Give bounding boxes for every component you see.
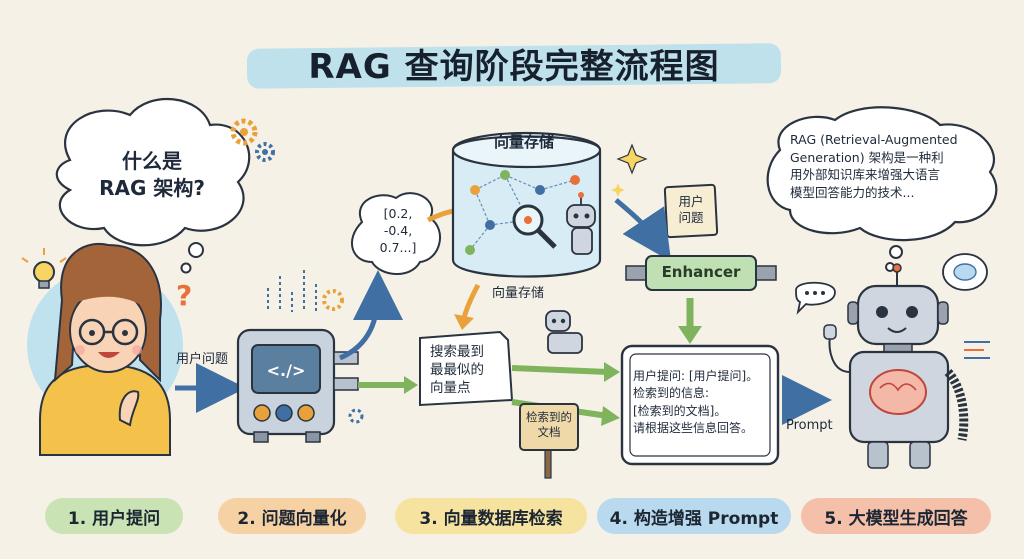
signal-lines-icon — [964, 341, 990, 359]
enhancer-label: Enhancer — [661, 263, 741, 281]
user-question-card-line2: 问题 — [678, 210, 704, 226]
prompt-line2: 检索到的信息: — [633, 386, 710, 401]
retrieved-docs-line1: 检索到的 — [526, 410, 572, 424]
vector-values-line2: -0.4, — [383, 222, 413, 238]
lightbulb-icon — [21, 248, 67, 289]
user-question-card-line1: 用户 — [678, 194, 704, 209]
right-bubble-line2: Generation) 架构是一种利 — [790, 149, 944, 165]
arrow-db-to-search — [461, 283, 481, 319]
prompt-line4: 请根据这些信息回答。 — [633, 421, 754, 436]
right-bubble-text: RAG (Retrieval-Augmented Generation) 架构是… — [790, 131, 990, 201]
code-symbol: <./> — [267, 361, 306, 380]
robot-small-top — [566, 192, 596, 255]
search-note — [419, 330, 514, 407]
question-mark-icon: ? — [176, 279, 192, 312]
search-note-line1: 搜索最到 — [430, 344, 484, 360]
search-note-text: 搜索最到 最最似的 向量点 — [430, 343, 502, 398]
user-question-arrow-label: 用户问题 — [176, 352, 229, 367]
arrow-to-vector-values — [338, 270, 403, 361]
arrow-to-enhancer — [614, 198, 672, 262]
llm-robot-illustration — [823, 263, 969, 469]
right-bubble-line1: RAG (Retrieval-Augmented — [790, 132, 958, 147]
step-5-pill: 5. 大模型生成回答 — [801, 498, 991, 534]
retrieved-docs-text: 检索到的 文档 — [520, 410, 578, 440]
sparkle-icon — [611, 143, 648, 197]
vector-store-side-label: 向量存储 — [492, 286, 545, 301]
step-4-pill: 4. 构造增强 Prompt — [597, 498, 791, 534]
small-gear-icon — [322, 289, 364, 424]
prompt-box-text: 用户提问: [用户提问]。 检索到的信息: [检索到的文档]。 请根据这些信息回… — [633, 368, 773, 438]
right-thought-bubble — [766, 106, 998, 272]
search-note-line2: 最最似的 — [430, 362, 484, 379]
right-bubble-line4: 模型回答能力的技术... — [790, 184, 915, 200]
prompt-arrow-label: Prompt — [786, 418, 833, 433]
enhancer-component — [625, 255, 777, 291]
prompt-monitor — [620, 344, 780, 466]
prompt-line3: [检索到的文档]。 — [633, 403, 727, 418]
speech-bubble-icon — [795, 281, 836, 315]
step-2-pill: 2. 问题向量化 — [218, 498, 366, 534]
gears-icon — [230, 118, 275, 162]
user-girl-illustration — [27, 242, 183, 456]
vectorizer-machine: <./> — [236, 328, 359, 443]
left-thought-bubble — [55, 97, 251, 274]
step-3-pill: 3. 向量数据库检索 — [395, 498, 587, 534]
retrieved-docs-sign — [519, 403, 579, 479]
left-bubble-text: 什么是 RAG 架构? — [72, 148, 232, 202]
brain-thought-icon — [942, 253, 988, 291]
left-bubble-line1: 什么是 — [122, 149, 182, 173]
arrow-search-to-prompt — [511, 365, 609, 375]
vector-values-label: [0.2, -0.4, 0.7...] — [368, 206, 428, 257]
right-bubble-line3: 用外部知识库来增强大语言 — [790, 167, 941, 182]
left-bubble-line2: RAG 架构? — [99, 176, 205, 200]
data-bars-icon — [267, 270, 317, 312]
vector-values-bubble — [351, 192, 441, 276]
retrieved-docs-line2: 文档 — [537, 424, 561, 439]
title-banner: RAG 查询阶段完整流程图 — [246, 36, 782, 90]
vector-values-line1: [0.2, — [383, 206, 413, 221]
page-title: RAG 查询阶段完整流程图 — [308, 46, 720, 87]
vector-store-database — [451, 131, 602, 278]
user-question-card-text: 用户 问题 — [668, 194, 714, 227]
robot-small-middle — [545, 310, 583, 354]
vector-store-title: 向量存储 — [494, 133, 555, 151]
prompt-line1: 用户提问: [用户提问]。 — [633, 369, 759, 383]
step-1-pill: 1. 用户提问 — [45, 498, 183, 534]
search-note-line3: 向量点 — [430, 380, 471, 397]
vector-values-line3: 0.7...] — [379, 239, 417, 255]
